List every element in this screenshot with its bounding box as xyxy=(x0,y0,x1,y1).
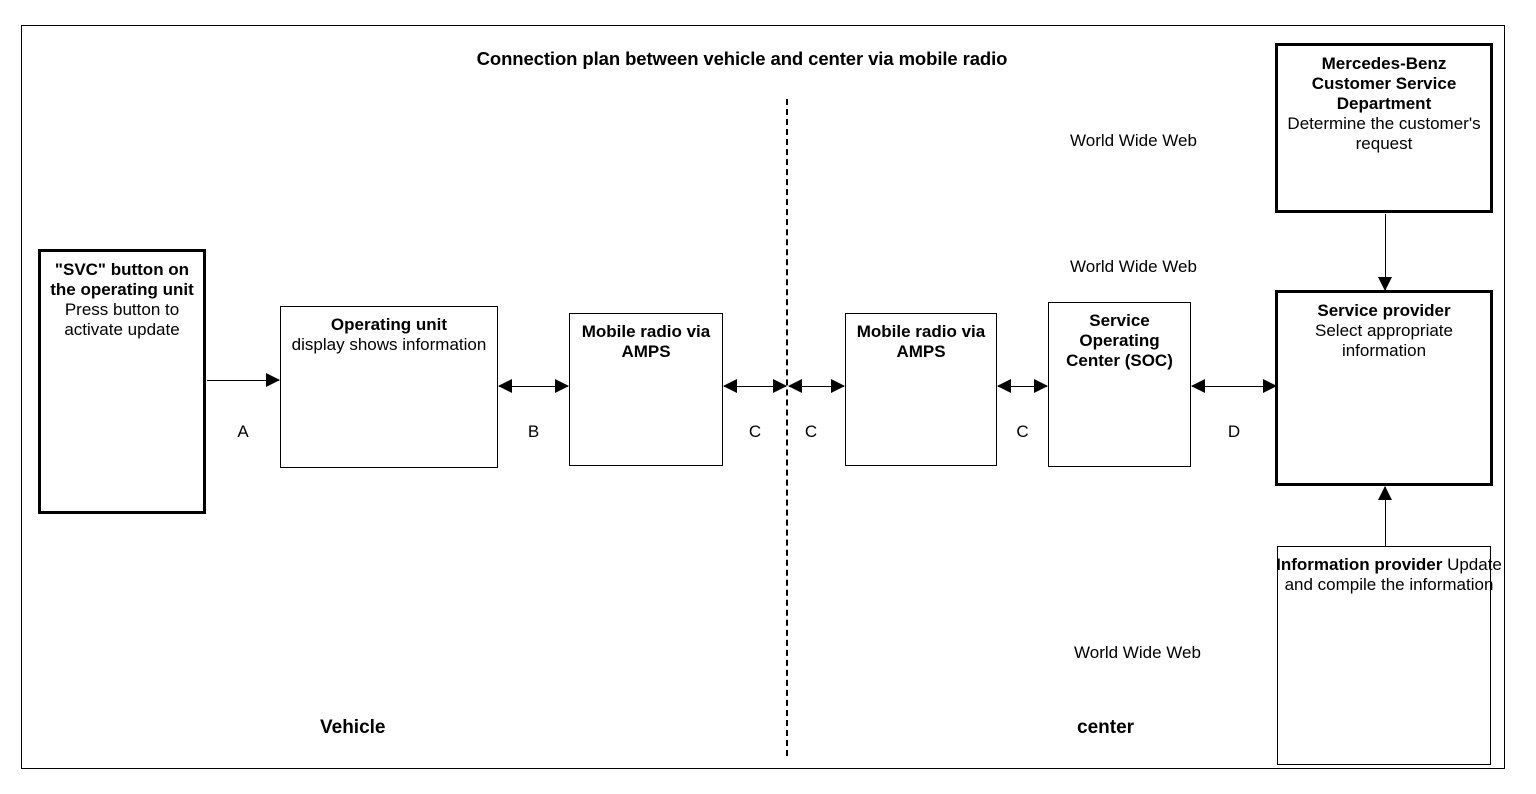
diagram-outer-frame xyxy=(21,25,1505,769)
connector-c-center-arrowhead-right xyxy=(831,379,845,393)
connector-c-vehicle-arrowhead-left xyxy=(723,379,737,393)
connector-d-label: D xyxy=(1227,422,1241,441)
vehicle-center-divider xyxy=(786,99,788,756)
connector-a-label: A xyxy=(237,422,249,441)
connector-a-line xyxy=(207,380,279,381)
node-mercedes-customer-service-body: Determine the customer's request xyxy=(1287,114,1481,154)
connector-d-line xyxy=(1192,386,1276,387)
diagram-title: Connection plan between vehicle and cent… xyxy=(476,48,1008,69)
node-mobile-radio-center[interactable]: Mobile radio via AMPS xyxy=(845,313,997,466)
label-world-wide-web-bottom: World Wide Web xyxy=(1074,643,1201,662)
connector-a-arrowhead-right xyxy=(266,373,280,387)
connector-infoprovider-to-provider-line xyxy=(1385,487,1386,546)
connector-c-vehicle-line xyxy=(724,386,786,387)
connector-mercedes-to-provider-line xyxy=(1385,214,1386,290)
connector-c-center-label: C xyxy=(804,422,818,441)
connector-b-arrowhead-left xyxy=(498,379,512,393)
label-zone-center: center xyxy=(1077,717,1135,738)
node-operating-unit[interactable]: Operating unit display shows information xyxy=(280,306,498,468)
label-zone-vehicle: Vehicle xyxy=(320,717,386,738)
label-world-wide-web-top: World Wide Web xyxy=(1070,131,1197,150)
connector-mercedes-to-provider-arrowhead-down xyxy=(1378,277,1392,291)
node-mercedes-customer-service-heading: Mercedes-Benz Customer Service Departmen… xyxy=(1311,54,1457,114)
node-service-operating-center-heading: Service Operating Center (SOC) xyxy=(1066,311,1173,371)
node-svc-button-heading: "SVC" button on the operating unit xyxy=(50,260,194,300)
node-mercedes-customer-service[interactable]: Mercedes-Benz Customer Service Departmen… xyxy=(1275,43,1493,213)
node-information-provider-body: Update and compile the information xyxy=(1284,555,1502,595)
connector-c-vehicle-label: C xyxy=(748,422,762,441)
node-service-provider-body: Select appropriate information xyxy=(1315,321,1453,361)
node-svc-button[interactable]: "SVC" button on the operating unit Press… xyxy=(38,249,206,514)
connector-c-soc-arrowhead-right xyxy=(1034,379,1048,393)
connector-d-arrowhead-right xyxy=(1263,379,1277,393)
node-service-provider-heading: Service provider xyxy=(1317,301,1451,320)
connector-c-center-arrowhead-left xyxy=(788,379,802,393)
node-mobile-radio-vehicle-heading: Mobile radio via AMPS xyxy=(581,322,711,362)
connector-c-soc-arrowhead-left xyxy=(997,379,1011,393)
node-operating-unit-body: display shows information xyxy=(291,335,487,355)
node-svc-button-body: Press button to activate update xyxy=(64,300,180,340)
connector-d-arrowhead-left xyxy=(1191,379,1205,393)
node-service-operating-center[interactable]: Service Operating Center (SOC) xyxy=(1048,302,1191,467)
node-mobile-radio-vehicle[interactable]: Mobile radio via AMPS xyxy=(569,313,723,466)
node-mobile-radio-center-heading: Mobile radio via AMPS xyxy=(856,322,986,362)
connector-c-soc-line xyxy=(998,386,1047,387)
node-operating-unit-heading: Operating unit xyxy=(330,315,448,334)
node-information-provider[interactable]: Information provider Update and compile … xyxy=(1276,546,1502,765)
connector-c-center-line xyxy=(789,386,844,387)
node-information-provider-heading: Information provider xyxy=(1276,555,1443,574)
connector-b-line xyxy=(499,386,568,387)
connector-b-label: B xyxy=(527,422,540,441)
label-world-wide-web-middle: World Wide Web xyxy=(1070,257,1197,276)
node-service-provider[interactable]: Service provider Select appropriate info… xyxy=(1275,290,1493,486)
connector-c-soc-label: C xyxy=(1016,422,1029,441)
connector-c-vehicle-arrowhead-right xyxy=(773,379,787,393)
connector-b-arrowhead-right xyxy=(555,379,569,393)
connector-infoprovider-to-provider-arrowhead-up xyxy=(1378,486,1392,500)
